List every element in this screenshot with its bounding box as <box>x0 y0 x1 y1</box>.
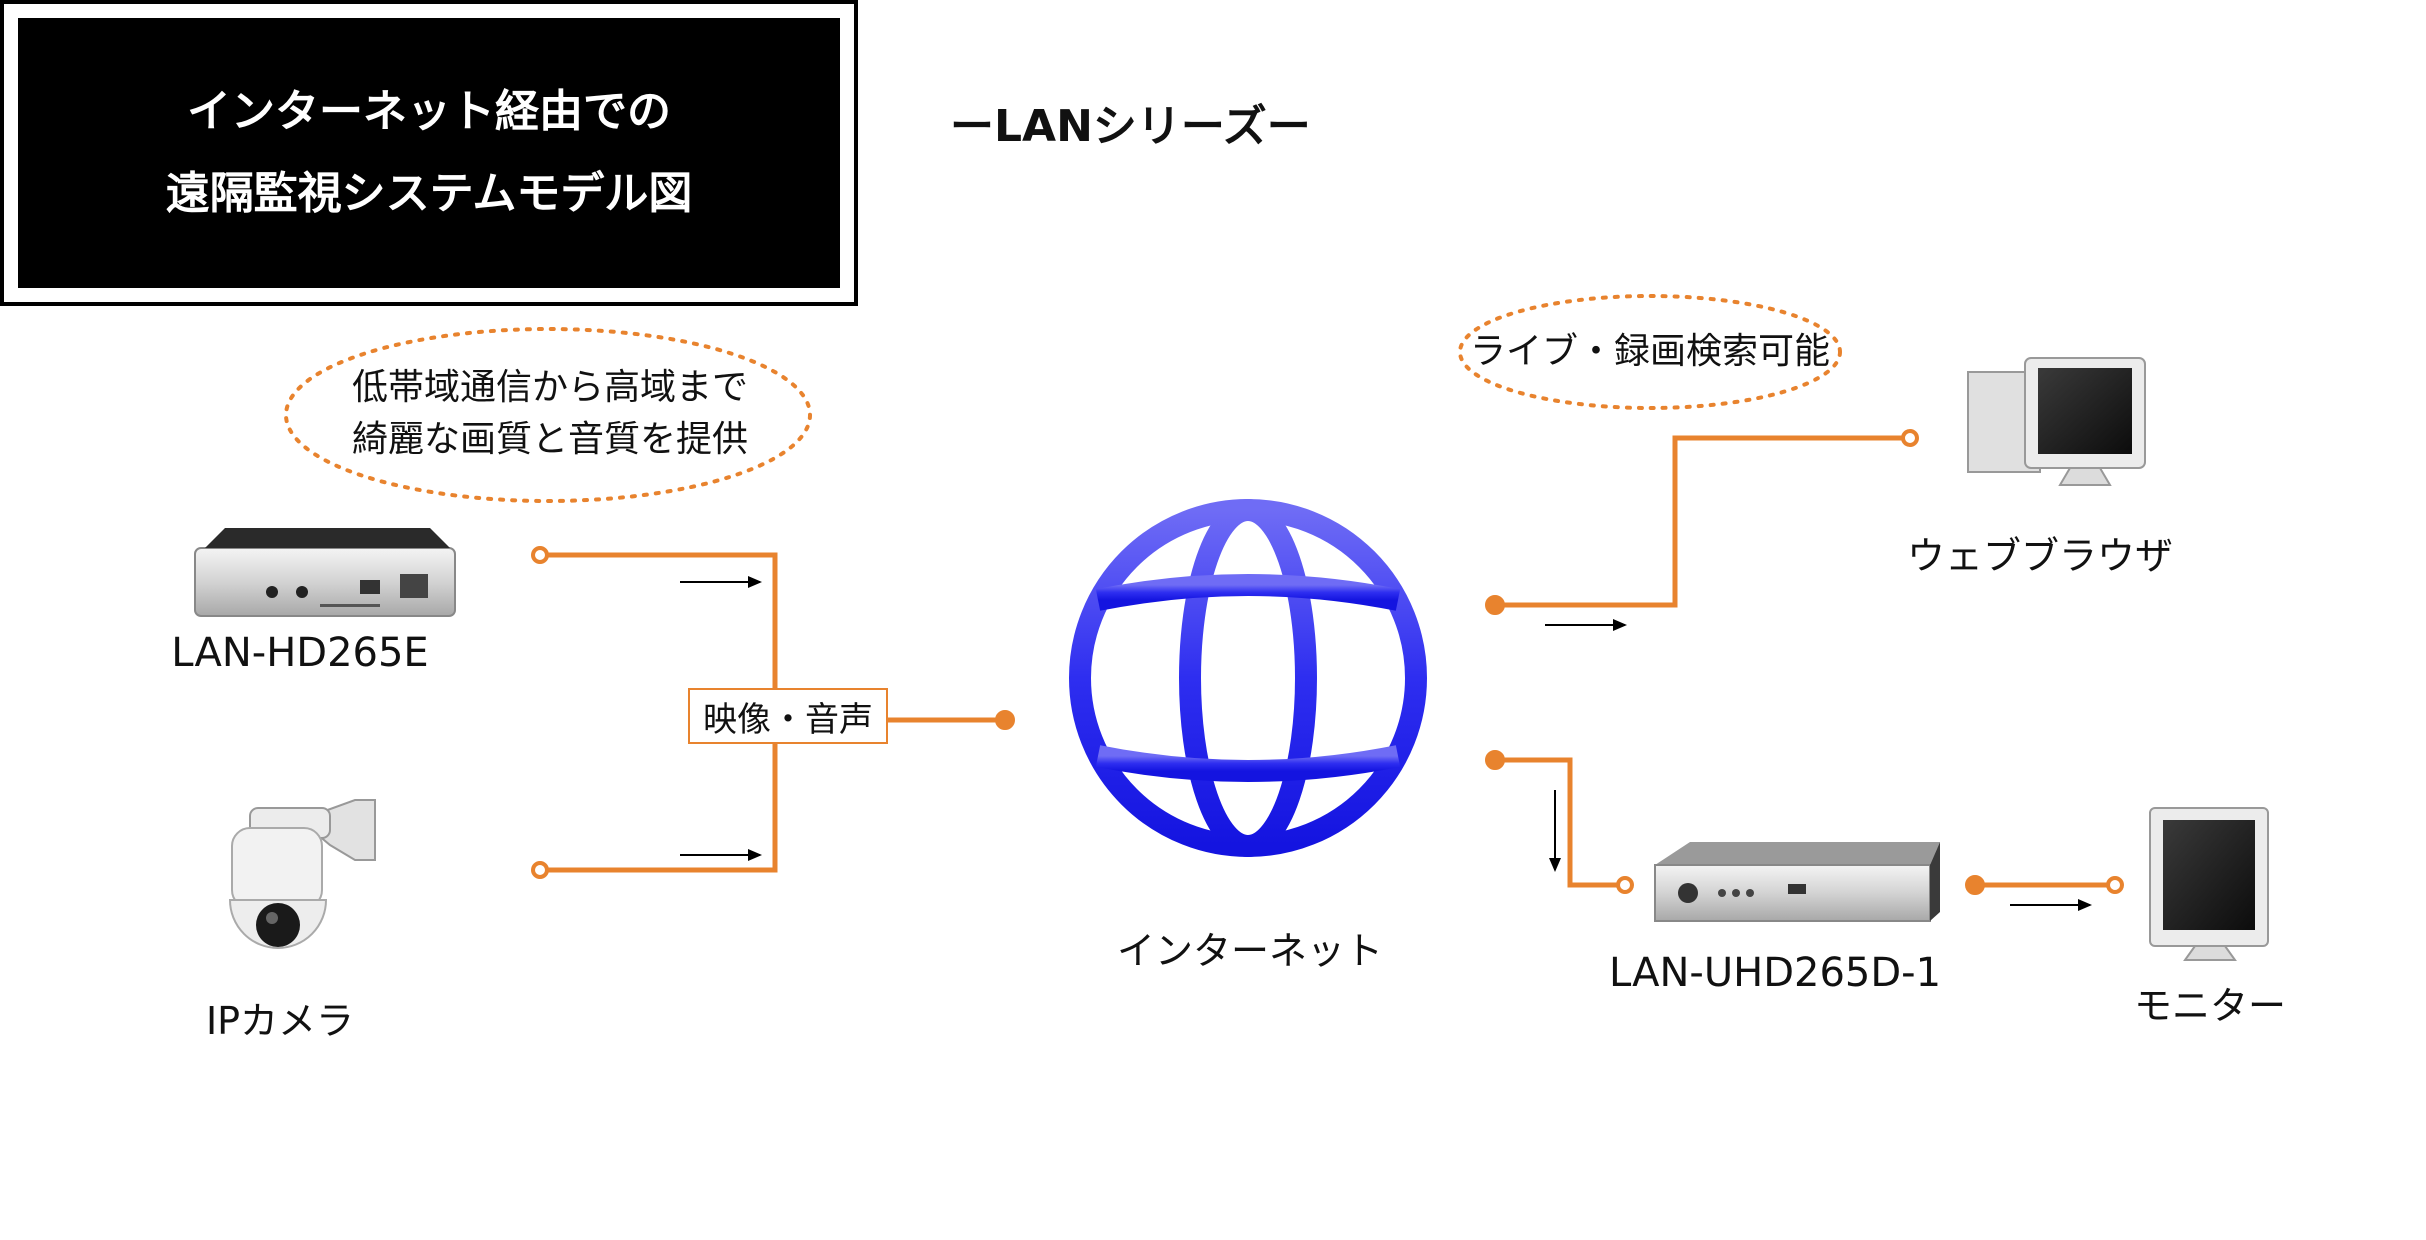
bubble-right <box>1458 294 1842 410</box>
connection-endpoints <box>531 429 2124 895</box>
internet-label: インターネット <box>1116 929 1383 973</box>
bubble-left-text: 低帯域通信から高域まで 綺麗な画質と音質を提供 <box>300 362 800 466</box>
title-panel: インターネット経由での 遠隔監視システムモデル図 <box>18 18 840 288</box>
bubble-left-line-2: 綺麗な画質と音質を提供 <box>351 419 748 460</box>
monitor-label: モニター <box>2133 984 2286 1028</box>
title-line-2: 遠隔監視システムモデル図 <box>165 168 693 219</box>
encoder-label: LAN-HD265E <box>171 630 429 676</box>
ip-camera-image <box>228 799 376 949</box>
bubble-left-line-1: 低帯域通信から高域まで <box>351 367 748 408</box>
bubble-left <box>284 327 812 503</box>
browser-label: ウェブブラウザ <box>1906 534 2173 578</box>
signal-label: 映像・音声 <box>688 688 888 744</box>
decoder-device-image <box>1654 842 1940 922</box>
title-line-1: インターネット経由での <box>187 86 671 137</box>
ip-camera-label: IPカメラ <box>205 999 355 1043</box>
decoder-label: LAN-UHD265D-1 <box>1608 950 1942 996</box>
internet-globe-icon <box>1069 499 1427 857</box>
encoder-device-image <box>194 528 456 617</box>
browser-pc-image <box>1967 357 2146 486</box>
title-box: インターネット経由での 遠隔監視システムモデル図 <box>0 0 858 306</box>
monitor-image <box>2149 807 2269 961</box>
bubble-right-text: ライブ・録画検索可能 <box>1469 331 1830 372</box>
flow-arrows <box>680 576 2092 911</box>
connection-lines <box>540 435 2115 888</box>
series-heading: ーLANシリーズー <box>950 101 1311 152</box>
